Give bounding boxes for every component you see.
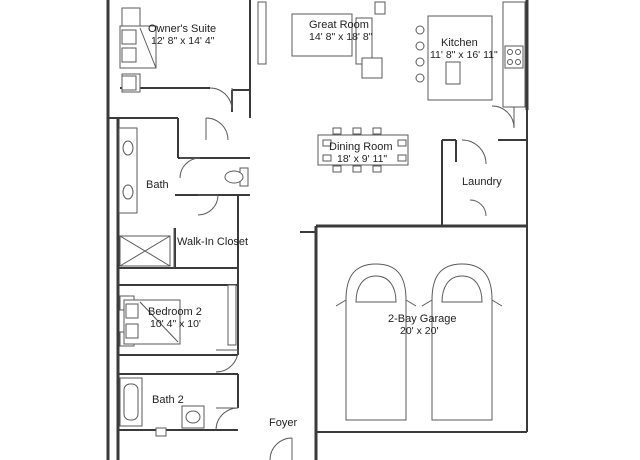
laundry-name: Laundry (462, 176, 502, 188)
dining-room-size: 18' x 9' 11" (337, 153, 387, 165)
bedroom-2-name: Bedroom 2 (148, 306, 202, 318)
owners-suite-name: Owner's Suite (148, 23, 216, 35)
bedroom-2-size: 10' 4" x 10' (150, 318, 201, 330)
doors (179, 87, 515, 460)
great-room-size: 14' 8" x 18' 8" (309, 31, 373, 43)
owners-suite-size: 12' 8" x 14' 4" (151, 35, 215, 47)
furniture (118, 1, 526, 437)
garage-size: 20' x 20' (400, 325, 438, 337)
foyer-name: Foyer (269, 417, 297, 429)
bath-name: Bath (146, 179, 169, 191)
kitchen-size: 11' 8" x 16' 11" (430, 49, 498, 61)
walk-in-closet-name: Walk-In Closet (177, 236, 248, 248)
kitchen-name: Kitchen (441, 37, 478, 49)
great-room-name: Great Room (309, 19, 369, 31)
room-labels: Owner's Suite 12' 8" x 14' 4" Great Room… (146, 19, 502, 429)
garage-name: 2-Bay Garage (388, 313, 456, 325)
bath-2-name: Bath 2 (152, 394, 184, 406)
dining-room-name: Dining Room (329, 141, 393, 153)
